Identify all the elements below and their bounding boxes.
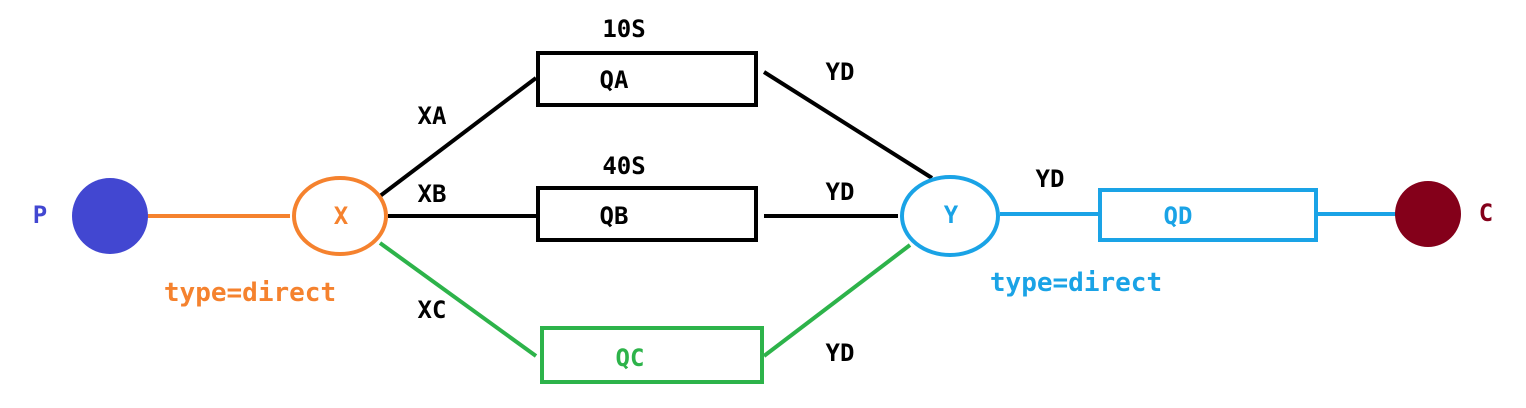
exchange-x-label: X [334, 202, 349, 230]
routing-key-xa: XA [418, 102, 447, 130]
queue-qa-ttl: 10S [602, 15, 645, 43]
edge-qa-y [762, 70, 934, 180]
exchange-y-node [900, 175, 1000, 257]
queue-qb-label: QB [600, 202, 629, 230]
queue-qb-ttl: 40S [602, 152, 645, 180]
edge-x-qa [378, 76, 538, 198]
queue-qa-label: QA [600, 66, 629, 94]
exchange-y-label: Y [944, 201, 959, 229]
routing-key-yd-qc: YD [826, 339, 855, 367]
queue-qd-label: QD [1164, 202, 1193, 230]
queue-qc-label: QC [616, 344, 645, 372]
queue-qb [536, 186, 758, 242]
producer-label: P [33, 201, 47, 229]
routing-key-yd-qa: YD [826, 58, 855, 86]
routing-key-xb: XB [418, 180, 447, 208]
consumer-label: C [1479, 199, 1493, 227]
edge-qc-y [762, 243, 912, 358]
queue-qd [1098, 188, 1318, 242]
edge-x-qc [378, 241, 538, 358]
queue-qa [536, 51, 758, 107]
exchange-x-type: type=direct [164, 278, 336, 308]
queue-qc [540, 326, 764, 384]
routing-key-xc: XC [418, 296, 447, 324]
exchange-y-type: type=direct [990, 268, 1162, 298]
exchange-x-node [292, 176, 388, 256]
routing-key-yd-qd: YD [1036, 165, 1065, 193]
producer-node [72, 178, 148, 254]
consumer-node [1395, 181, 1461, 247]
routing-key-yd-qb: YD [826, 178, 855, 206]
